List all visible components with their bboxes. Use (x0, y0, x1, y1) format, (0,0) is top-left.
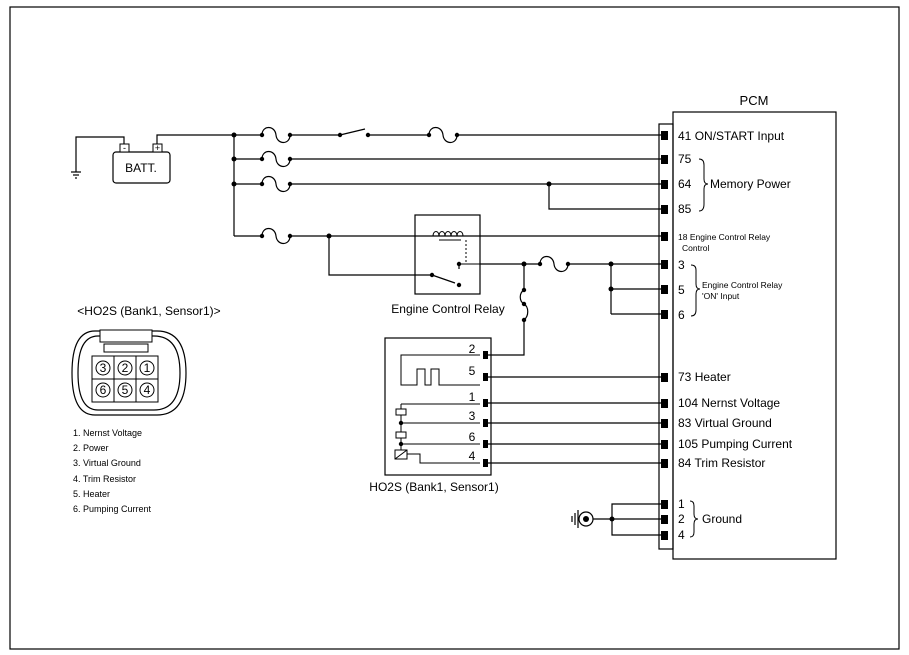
ho2s-pcm-wiring (488, 376, 661, 464)
engine-control-relay: Engine Control Relay (391, 214, 505, 316)
connector-title: <HO2S (Bank1, Sensor1)> (77, 304, 220, 318)
diagram-frame (9, 6, 900, 650)
pcm-pin-1: 1 (678, 497, 685, 511)
pcm-group-memory-power: Memory Power (710, 177, 791, 191)
pcm-pin-105: 105 Pumping Current (678, 437, 793, 451)
connector-legend-item: 2. Power (73, 443, 109, 453)
ho2s-sensor: 2 5 1 3 6 4 HO2S (Bank1, Sensor1) (369, 337, 499, 494)
connector-cell-6: 6 (100, 383, 107, 397)
connector-cell-4: 4 (144, 383, 151, 397)
battery-box (112, 151, 171, 184)
relay-output-wiring (480, 255, 661, 356)
pcm-pin-73: 73 Heater (678, 370, 731, 384)
connector-legend-item: 1. Nernst Voltage (73, 428, 142, 438)
pcm-group-relay-on-line2: 'ON' Input (702, 291, 740, 301)
pcm-pin-4: 4 (678, 528, 685, 542)
battery-pos-sign: + (155, 143, 160, 153)
pcm-group-relay-on-line1: Engine Control Relay (702, 280, 783, 290)
ho2s-pin-1: 1 (469, 390, 476, 404)
pcm-pin-83: 83 Virtual Ground (678, 416, 772, 430)
relay-box (414, 214, 481, 295)
connector-cell-2: 2 (122, 361, 129, 375)
connector-cell-1: 1 (144, 361, 151, 375)
ho2s-box (384, 337, 492, 476)
ho2s-pin-4: 4 (469, 449, 476, 463)
connector-cell-5: 5 (122, 383, 129, 397)
ho2s-pin-5: 5 (469, 364, 476, 378)
connector-legend-item: 5. Heater (73, 489, 110, 499)
pcm-pin-104: 104 Nernst Voltage (678, 396, 780, 410)
power-bus (231, 126, 661, 276)
pcm-title: PCM (740, 93, 769, 108)
pcm-pin-41: 41 ON/START Input (678, 129, 785, 143)
battery: - + BATT. (71, 134, 234, 184)
relay-label: Engine Control Relay (391, 302, 504, 316)
connector-legend-item: 6. Pumping Current (73, 504, 152, 514)
pcm-pin-18: 18 Engine Control Relay (678, 232, 771, 242)
connector-cell-3: 3 (100, 361, 107, 375)
pcm-pin-84: 84 Trim Resistor (678, 456, 765, 470)
ho2s-pin-3: 3 (469, 409, 476, 423)
pcm-pin-2: 2 (678, 512, 685, 526)
ho2s-pin-6: 6 (469, 430, 476, 444)
pcm: PCM 41 ON/START Input 75 64 85 Memory Po… (658, 93, 837, 560)
ho2s-pin-2: 2 (469, 342, 476, 356)
pcm-group-ground: Ground (702, 512, 742, 526)
ground-wiring (571, 503, 661, 536)
ho2s-label: HO2S (Bank1, Sensor1) (369, 480, 498, 494)
pcm-pin-64: 64 (678, 177, 692, 191)
connector-legend-item: 3. Virtual Ground (73, 458, 141, 468)
pcm-pin-5: 5 (678, 283, 685, 297)
pcm-pin-3: 3 (678, 258, 685, 272)
battery-label: BATT. (125, 161, 157, 175)
pcm-pin-75: 75 (678, 152, 692, 166)
battery-neg-sign: - (123, 143, 126, 153)
connector-legend-item: 4. Trim Resistor (73, 474, 136, 484)
pcm-pin-85: 85 (678, 202, 692, 216)
pcm-pin-6: 6 (678, 308, 685, 322)
pcm-pin-18-line2: Control (682, 243, 710, 253)
ho2s-connector-view: <HO2S (Bank1, Sensor1)> 3 2 1 6 5 4 1. N… (71, 304, 221, 514)
